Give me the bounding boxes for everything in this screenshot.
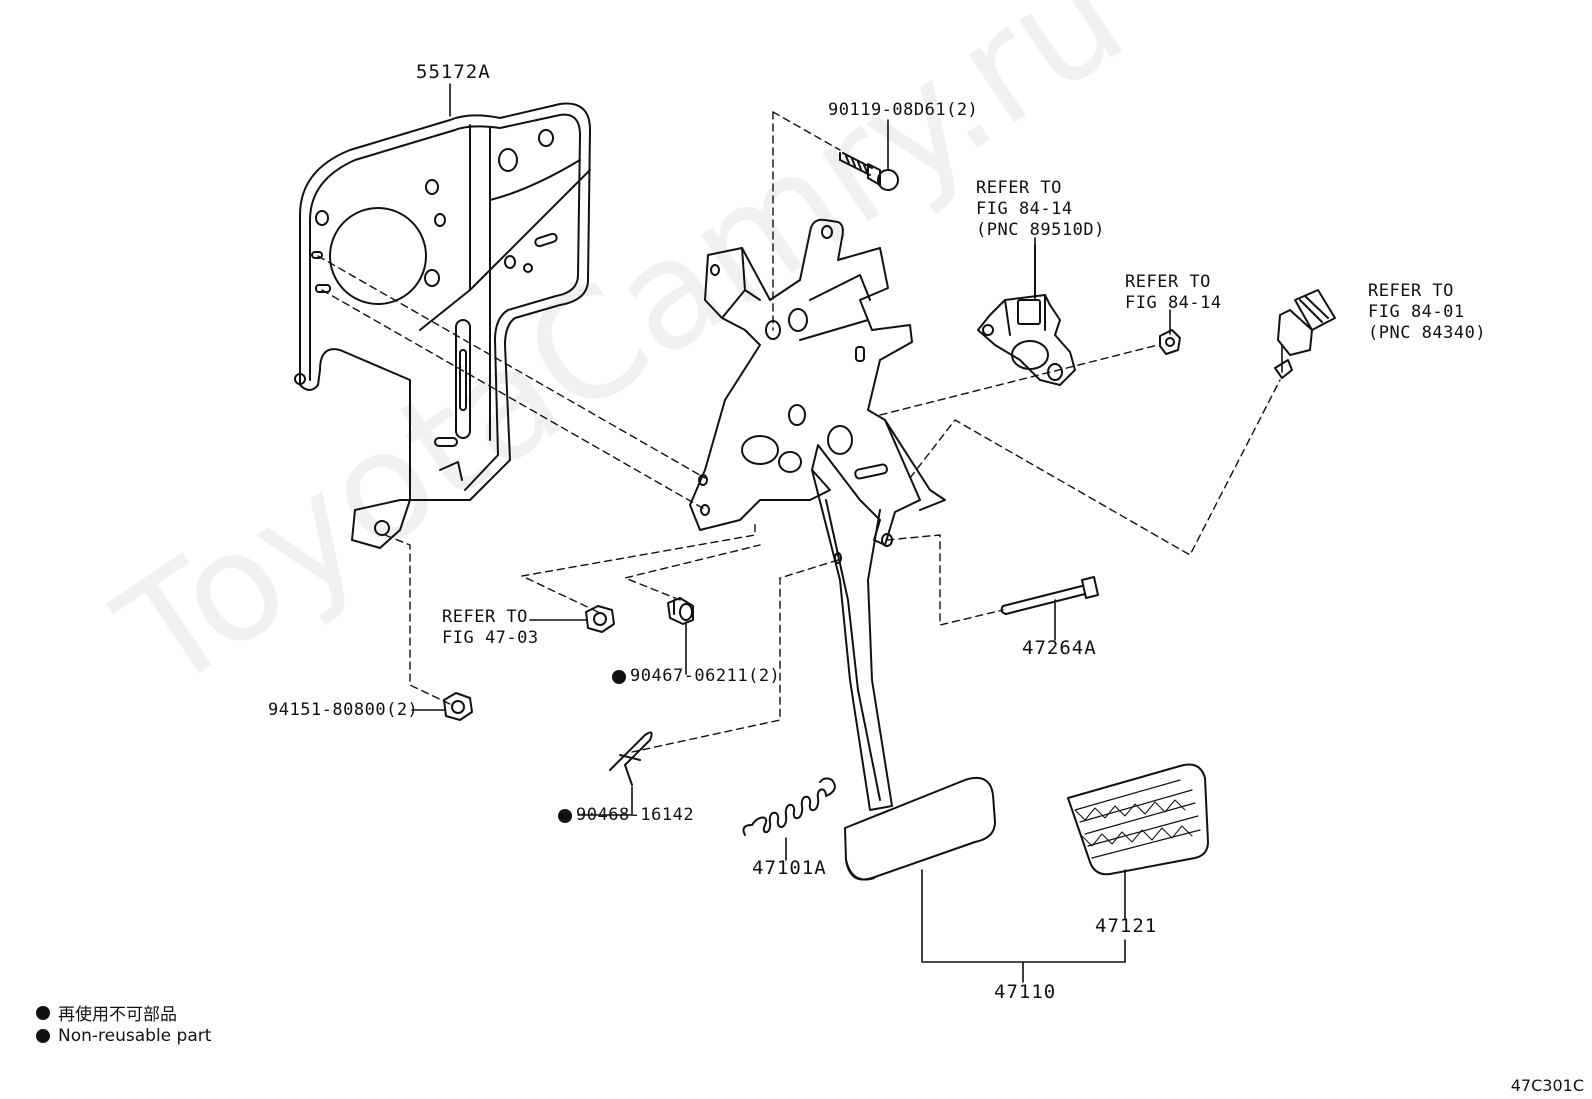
figure-code: 47C301C bbox=[1510, 1076, 1584, 1095]
label-clip: 90468-16142 bbox=[576, 805, 695, 825]
label-nut: 94151-80800(2) bbox=[268, 700, 419, 720]
pedal-pad-drawing bbox=[844, 776, 996, 881]
pedal-arm-drawing bbox=[811, 469, 893, 811]
bolt-drawing bbox=[839, 152, 899, 191]
bushing-drawing bbox=[667, 597, 694, 625]
label-clip-row: 90468-16142 bbox=[558, 805, 694, 826]
label-pedal-assy: 47110 bbox=[994, 981, 1057, 1003]
stop-lamp-switch-drawing bbox=[1274, 289, 1336, 379]
non-reusable-dot-icon bbox=[558, 808, 572, 823]
small-nut-drawing bbox=[1159, 329, 1181, 355]
non-reusable-dot-icon bbox=[612, 669, 626, 684]
label-nut-fig47-ref: REFER TO FIG 47-03 bbox=[442, 607, 539, 648]
label-nut-ref: REFER TO FIG 84-14 bbox=[1125, 272, 1222, 313]
label-bushing: 90467-06211(2) bbox=[630, 666, 781, 686]
bracket-55172a-drawing bbox=[294, 102, 591, 549]
pedal-pad-cover-drawing bbox=[1067, 763, 1209, 876]
label-spring: 47101A bbox=[752, 857, 827, 879]
legend-japanese: 再使用不可部品 bbox=[36, 1000, 177, 1025]
clip-drawing bbox=[609, 731, 653, 786]
nut-94151-drawing bbox=[443, 692, 473, 721]
label-pedal-pad: 47121 bbox=[1095, 915, 1158, 937]
shaft-drawing bbox=[1000, 576, 1099, 615]
label-shaft: 47264A bbox=[1022, 637, 1097, 659]
spring-drawing bbox=[742, 777, 836, 836]
label-stop-lamp-sensor-ref: REFER TO FIG 84-14 (PNC 89510D) bbox=[976, 178, 1105, 240]
dashed-lines bbox=[317, 111, 1281, 753]
label-bushing-row: 90467-06211(2) bbox=[612, 666, 780, 687]
leader-lines bbox=[411, 83, 1283, 983]
non-reusable-dot-icon bbox=[36, 1029, 50, 1043]
stop-lamp-sensor-drawing bbox=[977, 244, 1076, 386]
legend-english: Non-reusable part bbox=[36, 1026, 211, 1046]
nut-fig47-drawing bbox=[585, 605, 615, 633]
legend-english-text: Non-reusable part bbox=[58, 1026, 212, 1046]
non-reusable-dot-icon bbox=[36, 1005, 50, 1020]
label-switch-ref: REFER TO FIG 84-01 (PNC 84340) bbox=[1368, 281, 1487, 343]
label-bolt: 90119-08D61(2) bbox=[828, 100, 979, 120]
legend-japanese-text: 再使用不可部品 bbox=[58, 1005, 177, 1025]
label-bracket: 55172A bbox=[416, 61, 491, 83]
pedal-support-drawing bbox=[689, 218, 946, 547]
